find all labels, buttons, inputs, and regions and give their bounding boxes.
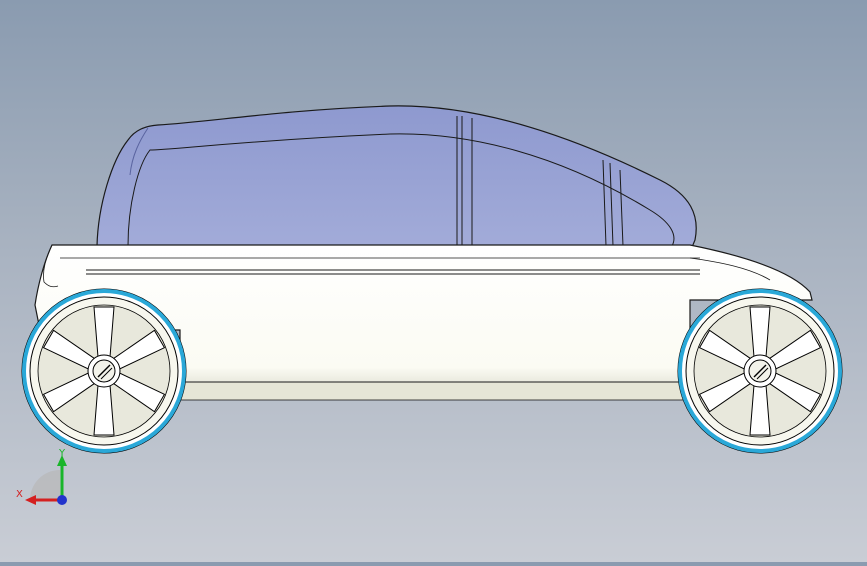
axis-triad: Y X xyxy=(16,448,67,505)
car-canopy[interactable] xyxy=(96,105,697,253)
z-axis-dot xyxy=(57,495,67,505)
front-wheel[interactable] xyxy=(20,287,188,455)
rear-wheel[interactable] xyxy=(676,287,844,455)
car-body[interactable] xyxy=(34,244,813,401)
y-axis-label: Y xyxy=(58,448,66,459)
x-axis-label: X xyxy=(16,489,23,500)
